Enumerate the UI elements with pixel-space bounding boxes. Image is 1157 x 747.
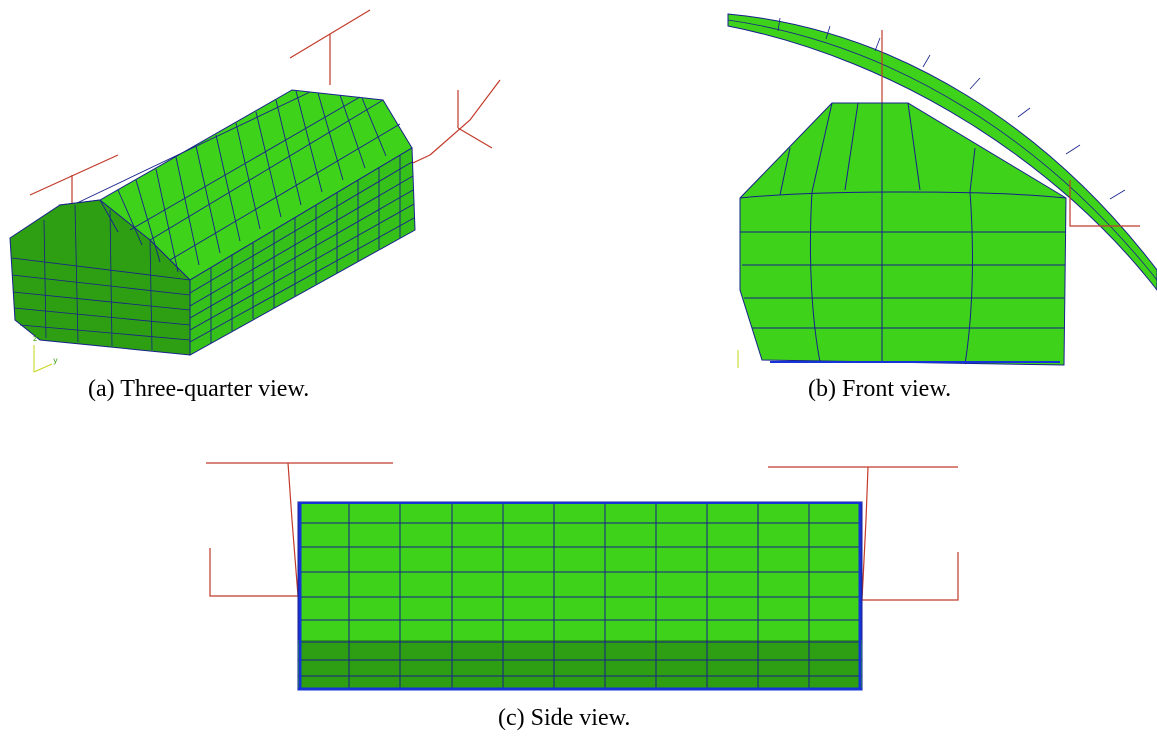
mesh-grid-front (11, 204, 191, 351)
axis-label-z: z (33, 334, 38, 343)
caption-three-quarter-view: (a) Three-quarter view. (88, 376, 310, 402)
mesh-grid-right (189, 155, 415, 343)
three-quarter-view (9, 9, 501, 373)
mesh-grid-side (298, 502, 862, 690)
side-view (206, 462, 959, 691)
mesh-grid-front-body (739, 102, 1067, 365)
mesh-side-lower (298, 640, 862, 690)
support-frame-b (881, 30, 1140, 227)
caption-front-view: (b) Front view. (808, 376, 952, 402)
mesh-grid-top (76, 90, 401, 273)
front-view (727, 13, 1157, 368)
axis-label-y: y (53, 356, 58, 365)
mesh-edge-blue-side (298, 502, 862, 691)
axis-triad-icon (33, 345, 53, 373)
mesh-arc (727, 13, 1157, 291)
caption-side-view: (c) Side view. (498, 705, 631, 731)
